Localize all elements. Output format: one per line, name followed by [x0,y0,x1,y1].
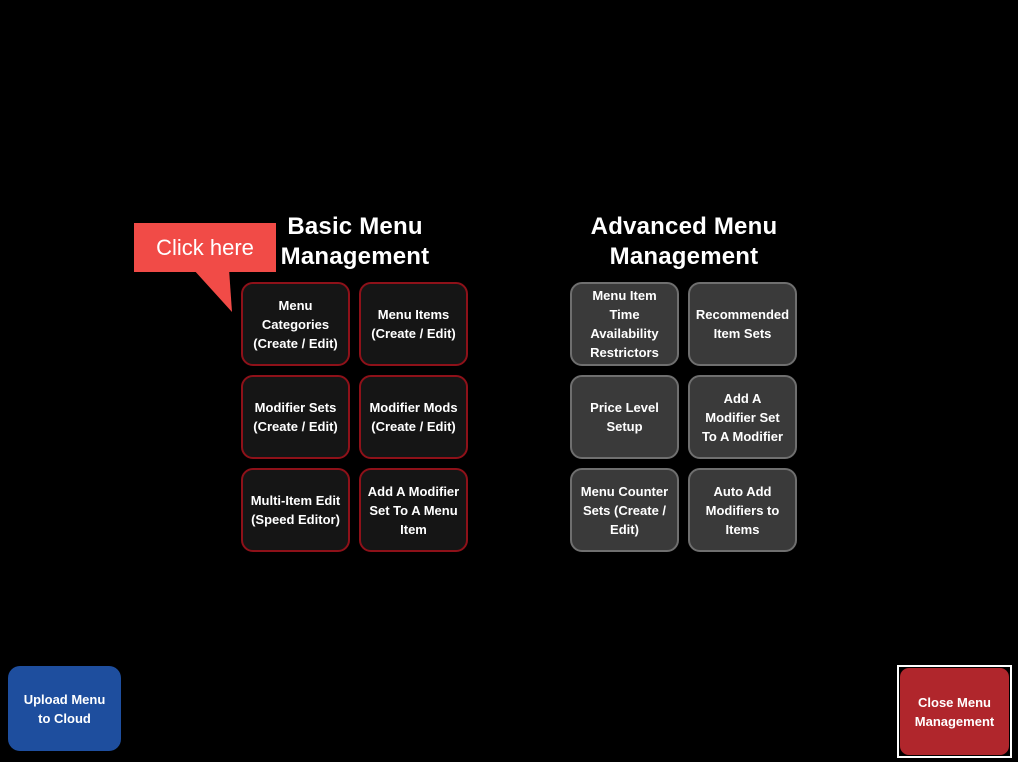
auto-add-modifiers-to-items-button[interactable]: Auto Add Modifiers to Items [688,468,797,552]
menu-item-time-availability-restrictors-button[interactable]: Menu Item Time Availability Restrictors [570,282,679,366]
click-here-callout-label: Click here [156,234,254,260]
modifier-mods-button[interactable]: Modifier Mods (Create / Edit) [359,375,468,459]
close-menu-management-label: Close Menu Management [900,668,1009,755]
multi-item-edit-button[interactable]: Multi-Item Edit (Speed Editor) [241,468,350,552]
advanced-menu-button-grid: Menu Item Time Availability Restrictors … [570,282,797,552]
recommended-item-sets-button[interactable]: Recommended Item Sets [688,282,797,366]
modifier-sets-button[interactable]: Modifier Sets (Create / Edit) [241,375,350,459]
advanced-menu-management-title: Advanced Menu Management [590,213,778,270]
add-modifier-set-to-menu-item-button[interactable]: Add A Modifier Set To A Menu Item [359,468,468,552]
add-modifier-set-to-modifier-button[interactable]: Add A Modifier Set To A Modifier [688,375,797,459]
close-menu-management-button[interactable]: Close Menu Management [897,665,1012,758]
menu-counter-sets-button[interactable]: Menu Counter Sets (Create / Edit) [570,468,679,552]
upload-menu-to-cloud-button[interactable]: Upload Menu to Cloud [8,666,121,751]
click-here-callout: Click here [134,223,276,272]
menu-categories-button[interactable]: Menu Categories (Create / Edit) [241,282,350,366]
callout-tail-pointer-icon [193,269,232,312]
basic-menu-management-title: Basic Menu Management [280,213,430,270]
price-level-setup-button[interactable]: Price Level Setup [570,375,679,459]
menu-items-button[interactable]: Menu Items (Create / Edit) [359,282,468,366]
basic-menu-button-grid: Menu Categories (Create / Edit) Menu Ite… [241,282,468,552]
